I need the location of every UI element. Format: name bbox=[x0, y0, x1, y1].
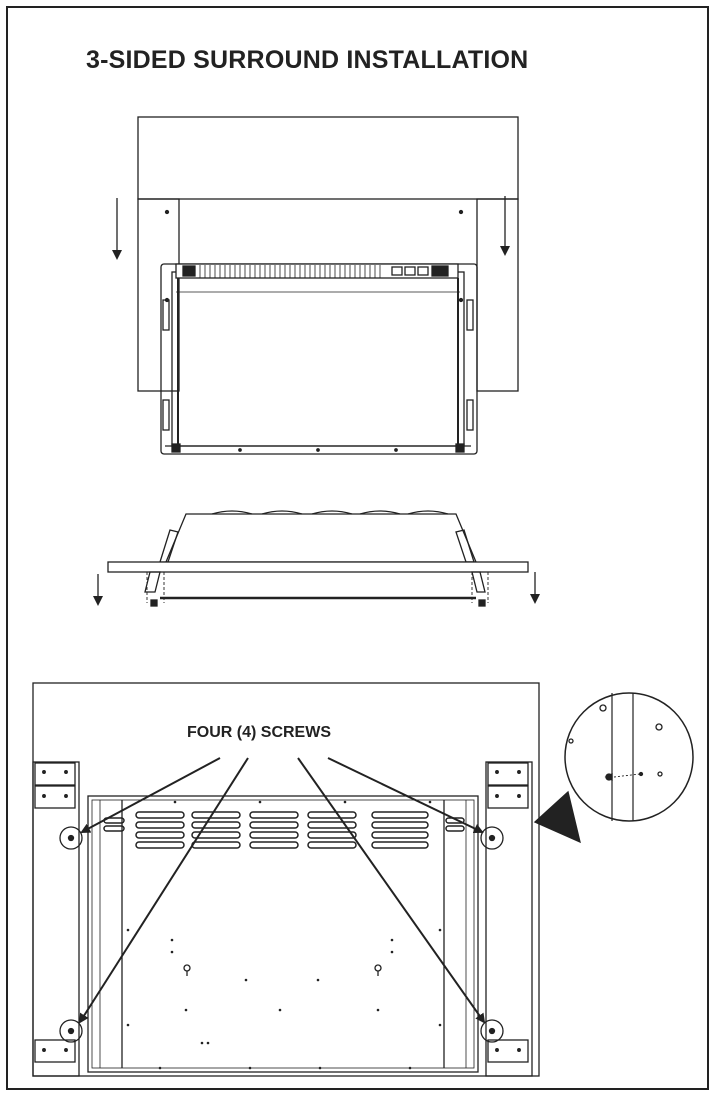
screw-location-icon bbox=[59, 826, 504, 1043]
magnified-screw-detail bbox=[533, 692, 694, 844]
surround-left-leg bbox=[137, 198, 180, 392]
page-border bbox=[6, 6, 709, 1090]
callout-arrows bbox=[78, 757, 486, 1024]
keyhole-slot-icon bbox=[183, 964, 382, 976]
page-title: 3-SIDED SURROUND INSTALLATION bbox=[86, 46, 529, 74]
vent-louvers bbox=[103, 811, 465, 849]
surround-right-leg bbox=[476, 198, 519, 392]
screws-callout-label: FOUR (4) SCREWS bbox=[187, 724, 331, 741]
firebox-body bbox=[165, 513, 477, 563]
front-view-figure bbox=[112, 116, 519, 455]
rear-view-figure bbox=[32, 682, 694, 1077]
surround-top-panel bbox=[137, 116, 519, 200]
firebox-insert bbox=[160, 263, 478, 455]
top-view-figure bbox=[93, 510, 540, 607]
surround-mantel-board bbox=[107, 561, 529, 573]
firebox-back-panel bbox=[87, 795, 479, 1073]
